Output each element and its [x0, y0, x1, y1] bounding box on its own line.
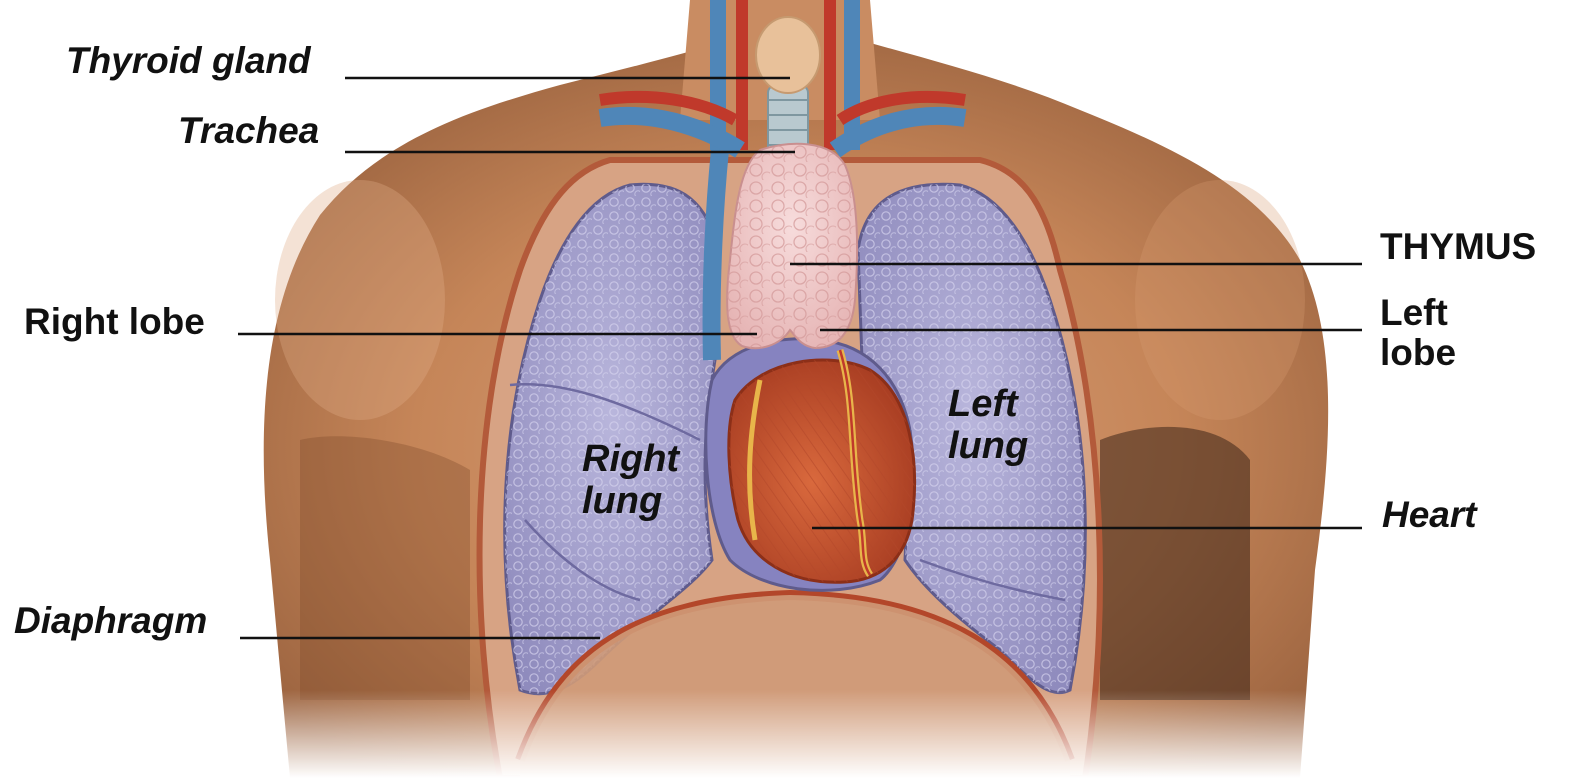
- label-left-lung-line1: Left: [948, 383, 1028, 425]
- label-left-lung-line2: lung: [948, 425, 1028, 467]
- thymus-shape: [727, 144, 857, 348]
- heart-shape: [706, 339, 915, 591]
- label-diaphragm: Diaphragm: [14, 602, 207, 639]
- label-left-lobe-line1: Left: [1380, 293, 1456, 333]
- label-left-lung: Left lung: [948, 383, 1028, 467]
- label-trachea: Trachea: [178, 112, 319, 149]
- label-left-lobe: Left lobe: [1380, 293, 1456, 373]
- label-right-lung-line2: lung: [582, 480, 679, 522]
- label-thyroid-gland: Thyroid gland: [66, 42, 311, 79]
- label-heart: Heart: [1382, 496, 1477, 533]
- label-thymus: THYMUS: [1380, 228, 1536, 265]
- label-left-lobe-line2: lobe: [1380, 333, 1456, 373]
- label-right-lobe: Right lobe: [24, 303, 205, 340]
- label-right-lung-line1: Right: [582, 438, 679, 480]
- label-right-lung: Right lung: [582, 438, 679, 522]
